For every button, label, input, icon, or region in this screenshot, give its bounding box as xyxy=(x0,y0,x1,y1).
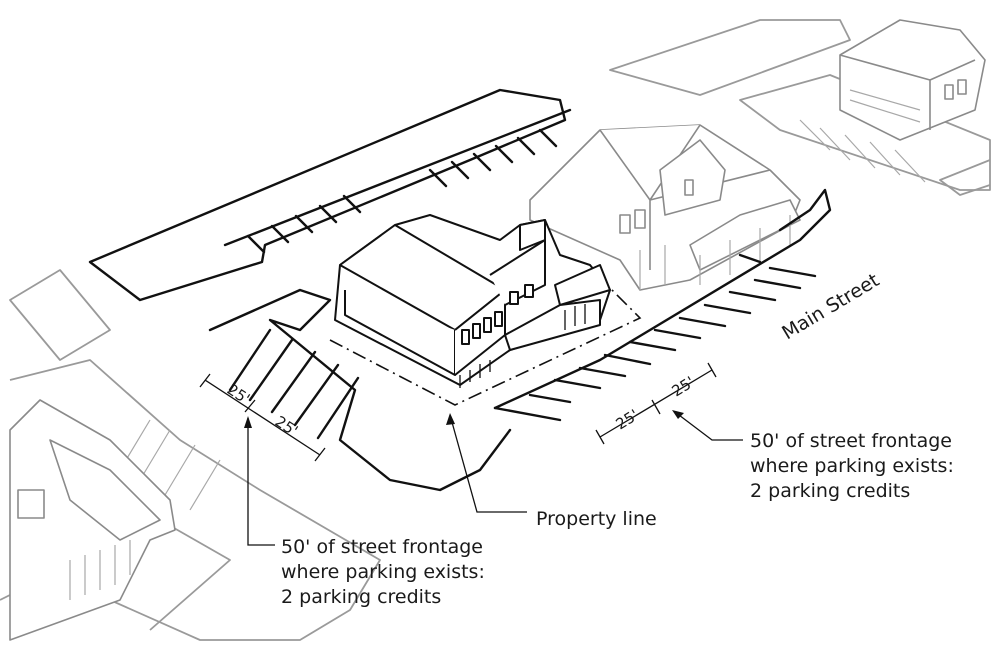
context-building-left-grey xyxy=(9,399,176,641)
callout-left: 50' of street frontage where parking exi… xyxy=(281,536,485,608)
leader-lines xyxy=(244,410,743,546)
parking-lot-corner-left xyxy=(208,288,512,492)
dimension-left: 25' 25' xyxy=(199,373,326,462)
dimension-right-1: 25' xyxy=(613,406,642,434)
property-line xyxy=(329,287,642,406)
callout-right-line-1: 50' of street frontage xyxy=(750,430,952,452)
subject-building xyxy=(334,214,611,388)
callout-left-line-3: 2 parking credits xyxy=(281,586,441,608)
callout-right: 50' of street frontage where parking exi… xyxy=(750,430,954,502)
street-label-main-street: Main Street xyxy=(778,269,883,344)
context-building-top-right-grey xyxy=(839,19,986,141)
callout-left-line-1: 50' of street frontage xyxy=(281,536,483,558)
dimension-left-2: 25' xyxy=(272,412,301,440)
parking-lot-rear xyxy=(88,88,572,302)
parking-lot-main-street xyxy=(493,188,832,422)
callout-left-line-2: where parking exists: xyxy=(281,561,485,583)
dimension-right-2: 25' xyxy=(669,373,698,401)
dimension-left-1: 25' xyxy=(224,380,253,408)
callout-right-line-3: 2 parking credits xyxy=(750,480,910,502)
callout-property-line: Property line xyxy=(536,508,657,530)
context-building-right-grey xyxy=(529,124,801,291)
callout-right-line-2: where parking exists: xyxy=(750,455,954,477)
